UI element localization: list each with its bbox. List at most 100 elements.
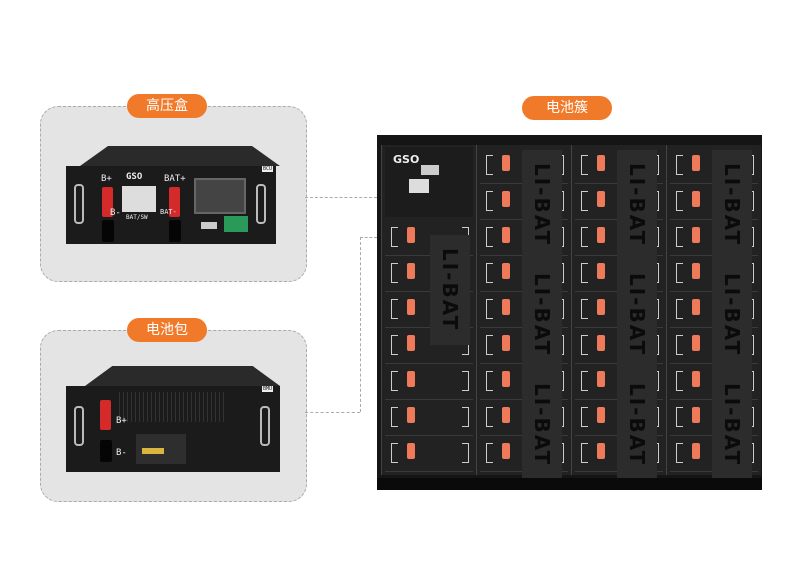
handle-icon xyxy=(581,371,588,391)
logo: GSO xyxy=(126,172,143,182)
li-bat-cover: LI-BAT xyxy=(617,370,657,480)
connector-plug xyxy=(597,407,605,423)
connector-plug xyxy=(692,191,700,207)
rack-column: GSO LI-BAT xyxy=(381,145,476,475)
li-bat-cover: LI-BAT xyxy=(430,235,470,345)
handle-icon xyxy=(391,299,398,319)
bat-minus-label: BAT- xyxy=(160,208,177,216)
battery-module xyxy=(385,365,473,400)
handle-icon xyxy=(486,263,493,283)
handle-icon xyxy=(676,371,683,391)
connector-plug xyxy=(502,191,510,207)
handle-icon xyxy=(581,155,588,175)
connector-plug xyxy=(692,443,700,459)
connector-line-bottom-h xyxy=(305,412,360,413)
breaker xyxy=(122,186,156,212)
connector-plug xyxy=(407,227,415,243)
b-plus-label: B+ xyxy=(116,416,127,426)
connector-plug xyxy=(407,407,415,423)
li-bat-cover: LI-BAT xyxy=(712,370,752,480)
bat-plus-terminal xyxy=(169,187,180,217)
connector-plug xyxy=(502,155,510,171)
yellow-sticker xyxy=(142,448,164,454)
connector-plug xyxy=(597,263,605,279)
handle-icon xyxy=(486,299,493,319)
handle-icon xyxy=(676,155,683,175)
connector-line-top xyxy=(305,197,377,198)
connector-plug xyxy=(692,155,700,171)
handle-icon xyxy=(462,371,469,391)
handle-icon xyxy=(486,155,493,175)
b-plus-label: B+ xyxy=(101,174,112,184)
connector-plug xyxy=(597,335,605,351)
connector-plug xyxy=(502,335,510,351)
connector-line-bottom-stub xyxy=(360,237,377,238)
handle-icon xyxy=(391,263,398,283)
handle-icon xyxy=(581,407,588,427)
b-minus-label: B- xyxy=(110,208,121,218)
hv-box-device: B+ B- GSO BAT/SW BAT+ BAT- BCU xyxy=(66,166,276,244)
li-bat-cover: LI-BAT xyxy=(617,150,657,260)
connector-plug xyxy=(502,263,510,279)
b-plus-terminal xyxy=(102,187,113,217)
b-minus-terminal xyxy=(100,440,112,462)
handle-icon xyxy=(391,443,398,463)
li-bat-cover: LI-BAT xyxy=(522,260,562,370)
b-minus-label: B- xyxy=(116,448,127,458)
connector-plug xyxy=(407,335,415,351)
handle-icon xyxy=(676,335,683,355)
handle-icon xyxy=(581,191,588,211)
handle-icon xyxy=(486,335,493,355)
battery-module xyxy=(385,401,473,436)
connector-plug xyxy=(597,371,605,387)
connector-plug xyxy=(597,299,605,315)
handle-icon xyxy=(581,335,588,355)
handle-icon xyxy=(486,191,493,211)
battery-pack-device: B+ B- BMU xyxy=(66,386,280,472)
switch-label: BAT/SW xyxy=(126,214,148,221)
breaker xyxy=(409,179,429,193)
connector-plug xyxy=(597,443,605,459)
right-handle[interactable] xyxy=(260,406,270,446)
connector-plug xyxy=(692,263,700,279)
green-connectors xyxy=(224,216,248,232)
handle-icon xyxy=(391,227,398,247)
rack-logo: GSO xyxy=(393,153,420,166)
display xyxy=(421,165,439,175)
tag: BMU xyxy=(262,386,274,392)
connector-plug xyxy=(692,407,700,423)
li-bat-cover: LI-BAT xyxy=(522,150,562,260)
connector-plug xyxy=(692,299,700,315)
left-handle[interactable] xyxy=(74,406,84,446)
connector-plug xyxy=(692,227,700,243)
bat-plus-label: BAT+ xyxy=(164,174,186,184)
connector-plug xyxy=(597,191,605,207)
connector-plug xyxy=(407,299,415,315)
handle-icon xyxy=(391,371,398,391)
handle-icon xyxy=(462,443,469,463)
connector-plug xyxy=(407,263,415,279)
vent-grid xyxy=(116,392,226,422)
handle-icon xyxy=(676,227,683,247)
li-bat-cover: LI-BAT xyxy=(522,370,562,480)
handle-icon xyxy=(676,443,683,463)
handle-icon xyxy=(391,407,398,427)
handle-icon xyxy=(676,407,683,427)
handle-icon xyxy=(486,443,493,463)
connector-plug xyxy=(597,227,605,243)
handle-icon xyxy=(676,263,683,283)
connector-plug xyxy=(502,443,510,459)
right-handle[interactable] xyxy=(256,184,266,224)
connector-plug xyxy=(502,407,510,423)
handle-icon xyxy=(462,407,469,427)
handle-icon xyxy=(676,299,683,319)
handle-icon xyxy=(581,299,588,319)
handle-icon xyxy=(486,227,493,247)
tag: BCU xyxy=(262,166,274,172)
hv-box-in-rack: GSO xyxy=(385,147,473,217)
left-handle[interactable] xyxy=(74,184,84,224)
li-bat-cover: LI-BAT xyxy=(712,150,752,260)
connector-line-bottom-v xyxy=(360,237,361,412)
pack-top xyxy=(85,366,280,386)
